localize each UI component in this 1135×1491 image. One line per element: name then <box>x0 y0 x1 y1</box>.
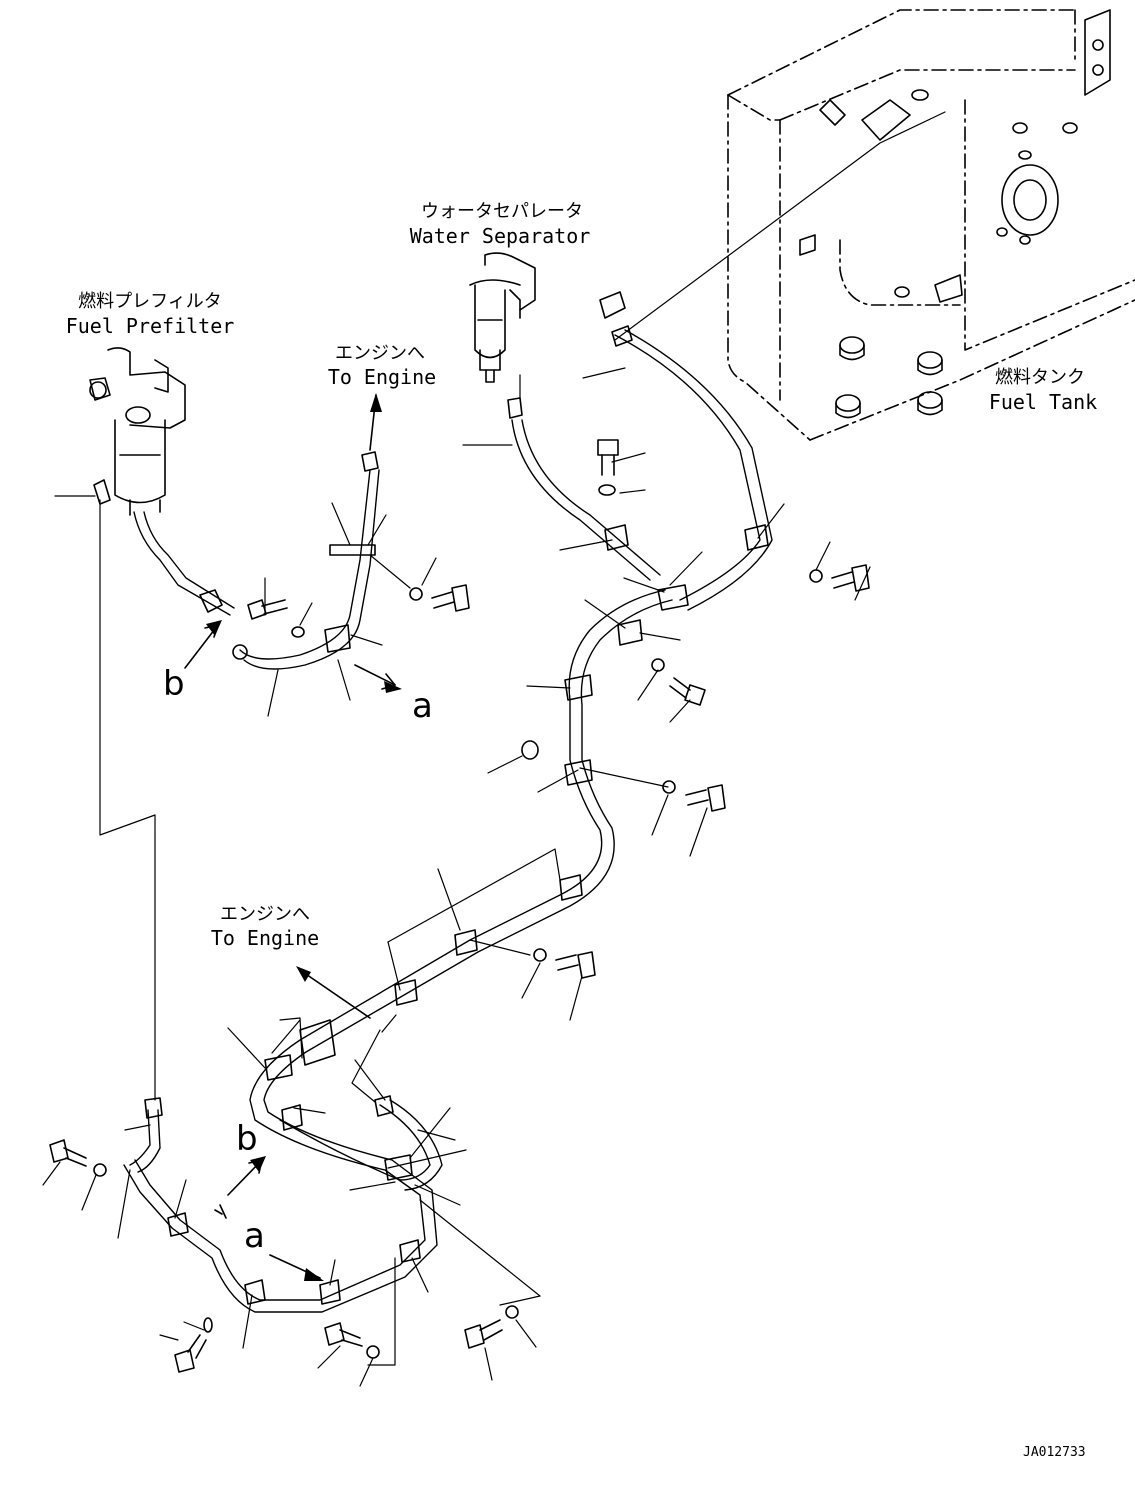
callout-b-top: b <box>163 664 185 704</box>
water-separator-label-en: Water Separator <box>409 224 591 248</box>
fuel-tank <box>727 9 1135 441</box>
leader-lines <box>42 111 946 1387</box>
water-separator-label-jp: ウォータセパレータ <box>421 201 583 222</box>
fuel-prefilter-body <box>89 347 186 516</box>
to-engine-mid-label-en: To Engine <box>210 926 320 950</box>
callout-a-top: a <box>412 686 433 726</box>
fuel-tank-label-en: Fuel Tank <box>988 390 1098 414</box>
direction-arrows <box>184 394 396 1279</box>
arrowheads <box>206 393 402 1281</box>
to-engine-top-label-jp: エンジンへ <box>335 343 425 364</box>
bolts-washers <box>49 291 870 1373</box>
tank-fittings <box>799 9 1111 419</box>
water-separator-body <box>469 252 536 383</box>
to-engine-mid-label-jp: エンジンへ <box>220 904 310 925</box>
callout-a-bottom: a <box>244 1216 265 1256</box>
to-engine-top-label-en: To Engine <box>327 365 437 389</box>
hoses <box>123 329 773 1313</box>
fuel-prefilter-label-jp: 燃料プレフィルタ <box>78 291 222 312</box>
drawing-code: JA012733 <box>1023 1445 1086 1460</box>
fuel-prefilter-label-en: Fuel Prefilter <box>65 314 235 338</box>
clamps <box>167 524 769 1305</box>
fuel-tank-label-jp: 燃料タンク <box>995 367 1085 388</box>
callout-b-bottom: b <box>236 1119 258 1159</box>
